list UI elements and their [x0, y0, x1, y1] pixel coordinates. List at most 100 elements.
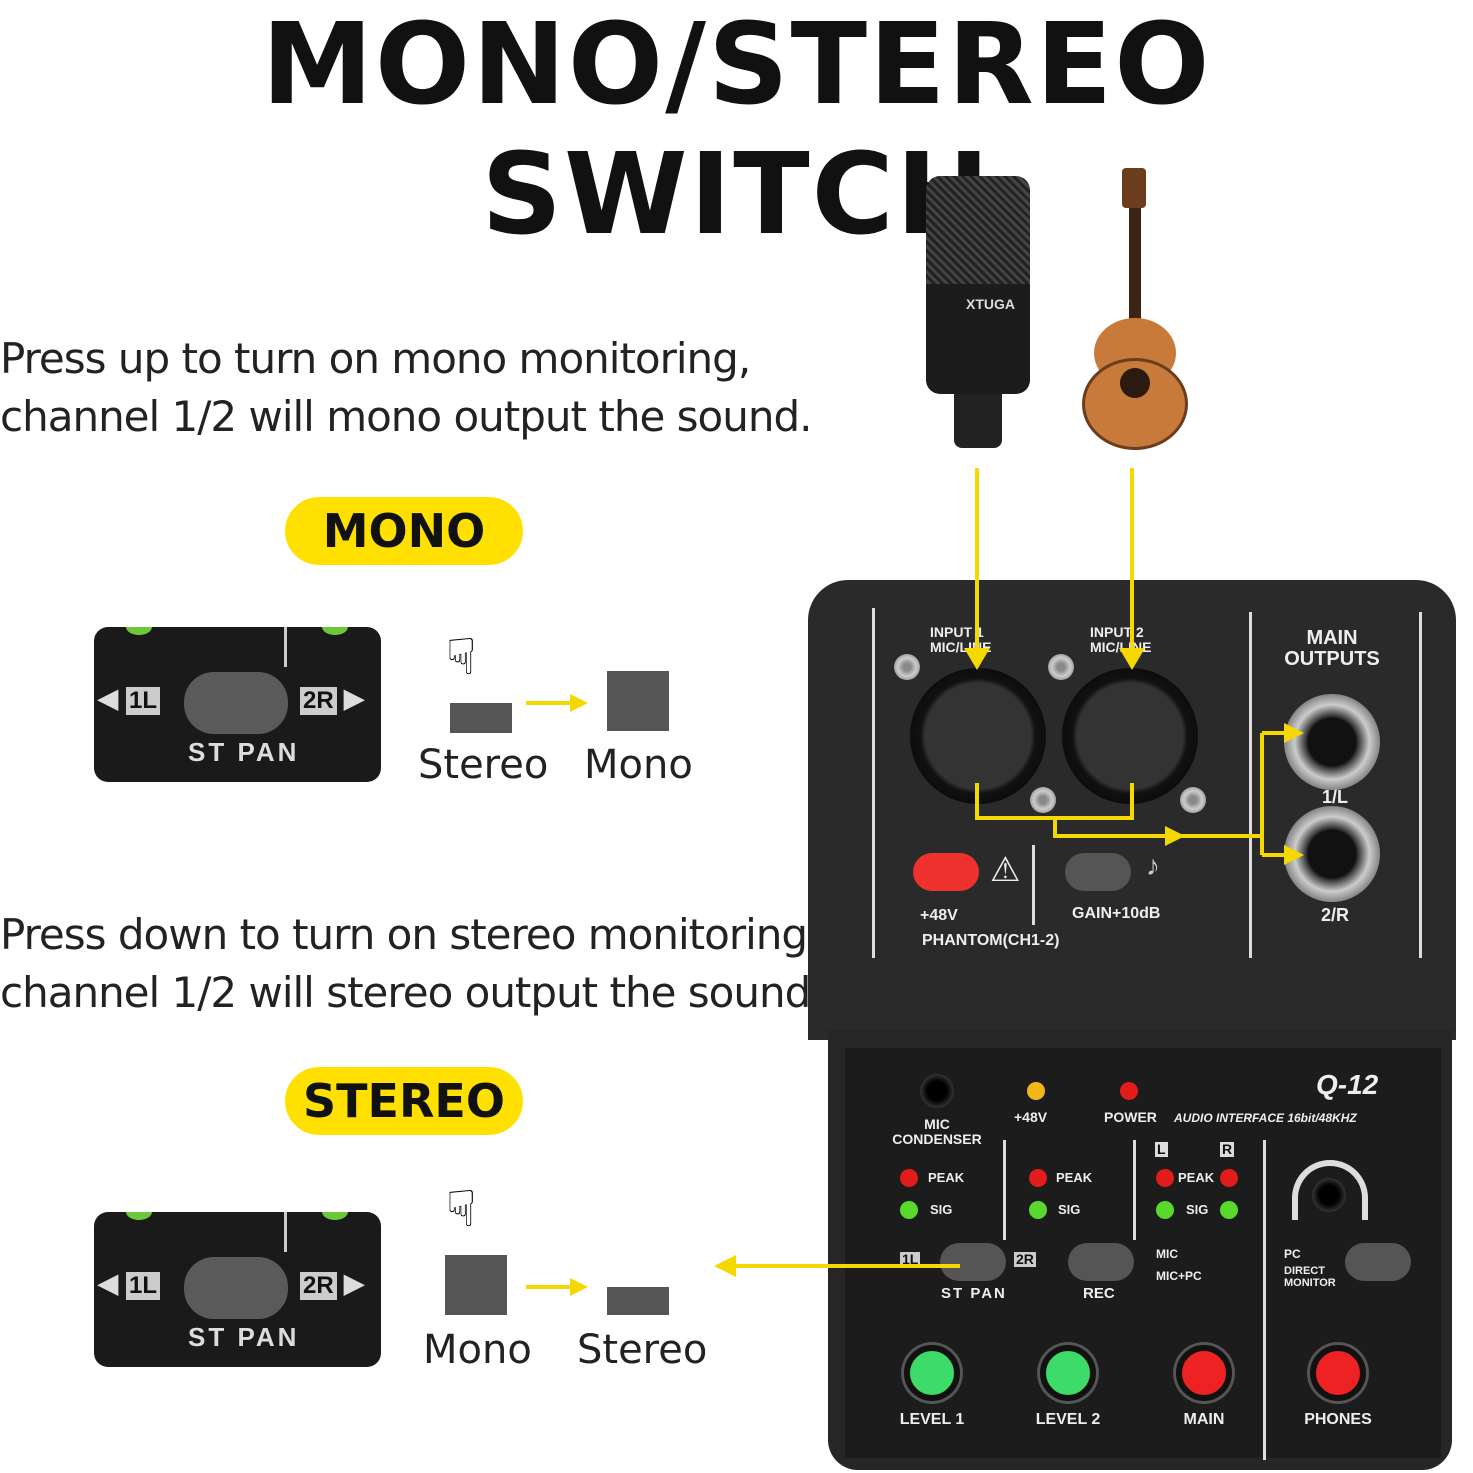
right-arrow-icon: ▶	[344, 1268, 364, 1298]
divider	[1419, 612, 1422, 958]
left-arrow-icon: ◀	[98, 1268, 118, 1298]
screw	[1030, 787, 1056, 813]
power-led	[1120, 1082, 1138, 1100]
monitor-switch[interactable]	[1345, 1243, 1411, 1281]
mic-condenser-jack[interactable]	[920, 1074, 954, 1108]
ch2-sig-led	[1029, 1201, 1047, 1219]
st-pan-button[interactable]	[184, 672, 288, 734]
main-r-sig-led	[1220, 1201, 1238, 1219]
48v-led-label: +48V	[1014, 1109, 1048, 1125]
hand-pointer-icon: ☟	[446, 1181, 477, 1237]
st-pan-label: ST PAN	[188, 1322, 300, 1352]
guitar-image	[1080, 168, 1190, 450]
input1-combo-jack[interactable]	[910, 668, 1046, 804]
right-arrow-icon: ▶	[344, 683, 364, 713]
power-label: POWER	[1104, 1109, 1157, 1125]
hand-pointer-icon: ☟	[446, 629, 477, 685]
model-label: Q-12	[1316, 1069, 1379, 1100]
screw	[894, 654, 920, 680]
48v-led	[1027, 1082, 1045, 1100]
level1-knob[interactable]	[904, 1345, 960, 1401]
mono-desc-line1: Press up to turn on mono monitoring,	[0, 334, 751, 383]
main-outputs-label: MAIN OUTPUTS	[1284, 627, 1380, 670]
rec-label: REC	[1083, 1285, 1115, 1302]
gain-label: GAIN+10dB	[1072, 905, 1161, 922]
mono-badge: MONO	[285, 497, 523, 565]
left-arrow-icon: ◀	[98, 683, 118, 713]
microphone-image: XTUGA	[926, 176, 1030, 448]
headphones-icon	[1292, 1160, 1368, 1220]
peak-label: PEAK	[1056, 1170, 1093, 1185]
gain-boost-button[interactable]	[1065, 853, 1131, 891]
2r-tag: 2R	[1014, 1251, 1036, 1267]
main-r-peak-led	[1220, 1169, 1238, 1187]
stereo-to-label: Stereo	[577, 1327, 708, 1373]
st-pan-label: ST PAN	[188, 737, 300, 767]
level1-label: LEVEL 1	[899, 1411, 965, 1428]
input2-combo-jack[interactable]	[1062, 668, 1198, 804]
phantom-sub-label: PHANTOM(CH1-2)	[922, 932, 1060, 949]
st-pan-label: ST PAN	[941, 1285, 1007, 1302]
r-tag: R	[1220, 1141, 1235, 1157]
level2-knob[interactable]	[1040, 1345, 1096, 1401]
page-title: MONO/STEREO SWITCH	[261, 0, 1212, 260]
main-l-peak-led	[1156, 1169, 1174, 1187]
warning-icon: ⚠	[990, 851, 1021, 889]
divider	[1133, 1140, 1136, 1240]
phantom-label: +48V	[920, 907, 958, 924]
screw	[1048, 654, 1074, 680]
divider	[1249, 612, 1252, 958]
l-tag: L	[1155, 1141, 1168, 1157]
ch2-peak-led	[1029, 1169, 1047, 1187]
mic-condenser-label: MIC CONDENSER	[892, 1116, 982, 1147]
out-l-label: 1/L	[1321, 787, 1348, 807]
output-route-line	[975, 733, 1264, 855]
rec-switch[interactable]	[1068, 1243, 1134, 1281]
1l-tag: 1L	[900, 1251, 921, 1267]
divider	[872, 608, 875, 958]
direct-monitor-label: DIRECT MONITOR	[1284, 1265, 1336, 1289]
switch-closeup-mono: ◀ 1L 2R ▶ ST PAN	[94, 627, 381, 782]
guitar-icon: ♪	[1146, 850, 1160, 881]
peak-label: PEAK	[1178, 1170, 1215, 1185]
main-knob[interactable]	[1176, 1345, 1232, 1401]
stereo-desc-line2: channel 1/2 will stereo output the sound…	[0, 968, 824, 1017]
stereo-description: Press down to turn on stereo monitoring,…	[0, 906, 824, 1022]
out-r-label: 2/R	[1320, 905, 1349, 925]
ch1-sig-led	[900, 1201, 918, 1219]
screw	[1180, 787, 1206, 813]
switch-up-state-icon	[450, 703, 512, 733]
main-l-sig-led	[1156, 1201, 1174, 1219]
divider	[1032, 845, 1035, 925]
headphones-jack[interactable]	[1312, 1178, 1346, 1212]
phantom-48v-button[interactable]	[913, 853, 979, 891]
divider	[1263, 1140, 1266, 1460]
divider	[1003, 1140, 1006, 1240]
mic-pc-mode-label: MIC+PC	[1156, 1269, 1202, 1283]
pc-mode-label: PC	[1284, 1247, 1301, 1261]
mono-description: Press up to turn on mono monitoring, cha…	[0, 330, 812, 446]
device-subtitle: AUDIO INTERFACE 16bit/48KHZ	[1174, 1111, 1357, 1125]
level2-label: LEVEL 2	[1035, 1411, 1101, 1428]
sig-label: SIG	[1186, 1202, 1209, 1217]
main-label: MAIN	[1183, 1411, 1225, 1428]
phones-label: PHONES	[1304, 1411, 1372, 1428]
phones-knob[interactable]	[1310, 1345, 1366, 1401]
stereo-desc-line1: Press down to turn on stereo monitoring,	[0, 910, 820, 959]
st-pan-button[interactable]	[184, 1257, 288, 1319]
2r-tag: 2R	[300, 1272, 337, 1300]
switch-down-state-icon	[445, 1255, 507, 1315]
stereo-from-label: Mono	[423, 1327, 532, 1373]
2r-tag: 2R	[300, 687, 337, 715]
mono-to-label: Mono	[584, 742, 693, 788]
1l-tag: 1L	[126, 687, 161, 715]
stereo-badge: STEREO	[285, 1067, 523, 1135]
sig-label: SIG	[930, 1202, 953, 1217]
st-pan-switch[interactable]	[940, 1243, 1006, 1281]
switch-down-state-icon	[607, 671, 669, 731]
ch1-peak-led	[900, 1169, 918, 1187]
peak-label: PEAK	[928, 1170, 965, 1185]
main-out-l-jack[interactable]	[1284, 694, 1380, 790]
mono-from-label: Stereo	[418, 742, 549, 788]
